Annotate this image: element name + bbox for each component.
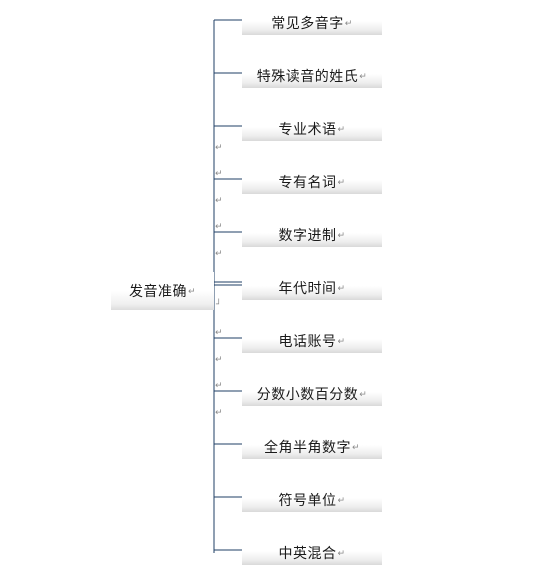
paragraph-mark: ↵ bbox=[337, 284, 346, 294]
branch-node-special-surnames: 特殊读音的姓氏↵ bbox=[242, 62, 382, 88]
branch-node-chinese-english-mix: 中英混合↵ bbox=[242, 539, 382, 565]
branch-label: 专业术语 bbox=[278, 122, 337, 138]
paragraph-mark: ↵ bbox=[215, 249, 223, 259]
branch-node-common-polyphones: 常见多音字↵ bbox=[242, 9, 382, 35]
branch-node-proper-nouns: 专有名词↵ bbox=[242, 168, 382, 194]
branch-node-fullwidth-halfwidth-digits: 全角半角数字↵ bbox=[242, 433, 382, 459]
paragraph-mark: ↵ bbox=[215, 143, 223, 153]
branch-label: 特殊读音的姓氏 bbox=[256, 69, 359, 85]
paragraph-mark: ↵ bbox=[215, 169, 223, 179]
paragraph-mark: ↵ bbox=[351, 443, 361, 453]
paragraph-mark: ↵ bbox=[337, 337, 346, 347]
branch-node-phone-and-account-numbers: 电话账号↵ bbox=[242, 327, 382, 353]
branch-node-fractions-decimals-percents: 分数小数百分数↵ bbox=[242, 380, 382, 406]
branch-label: 专有名词 bbox=[278, 175, 337, 191]
paragraph-mark: ↵ bbox=[215, 222, 223, 232]
branch-label: 年代时间 bbox=[278, 281, 337, 297]
paragraph-mark: ↵ bbox=[337, 231, 346, 241]
paragraph-mark: ↵ bbox=[215, 355, 223, 365]
branch-label: 数字进制 bbox=[278, 228, 337, 244]
root-label: 发音准确 bbox=[128, 284, 187, 300]
paragraph-mark: ↵ bbox=[215, 381, 223, 391]
paragraph-mark: ↵ bbox=[215, 196, 223, 206]
paragraph-mark: ↵ bbox=[337, 125, 346, 135]
branch-label: 中英混合 bbox=[278, 546, 337, 562]
paragraph-mark: ↵ bbox=[337, 496, 346, 506]
branch-node-symbols-and-units: 符号单位↵ bbox=[242, 486, 382, 512]
branch-label: 常见多音字 bbox=[271, 16, 344, 32]
paragraph-mark: ↵ bbox=[359, 390, 368, 400]
paragraph-mark: ↵ bbox=[215, 408, 223, 418]
branch-node-number-bases: 数字进制↵ bbox=[242, 221, 382, 247]
root-corner-mark: ┘ bbox=[216, 300, 222, 310]
branch-label: 全角半角数字 bbox=[263, 440, 351, 456]
branch-label: 分数小数百分数 bbox=[256, 387, 359, 403]
paragraph-mark: ↵ bbox=[337, 178, 346, 188]
branch-node-years-and-time: 年代时间↵ bbox=[242, 274, 382, 300]
paragraph-mark: ↵ bbox=[215, 328, 223, 338]
paragraph-mark: ↵ bbox=[187, 287, 197, 297]
paragraph-mark: ↵ bbox=[337, 549, 346, 559]
root-node: 发音准确↵ bbox=[111, 272, 214, 310]
branch-label: 符号单位 bbox=[278, 493, 337, 509]
branch-label: 电话账号 bbox=[278, 334, 337, 350]
paragraph-mark: ↵ bbox=[344, 19, 353, 29]
branch-node-technical-terms: 专业术语↵ bbox=[242, 115, 382, 141]
paragraph-mark: ↵ bbox=[359, 72, 368, 82]
